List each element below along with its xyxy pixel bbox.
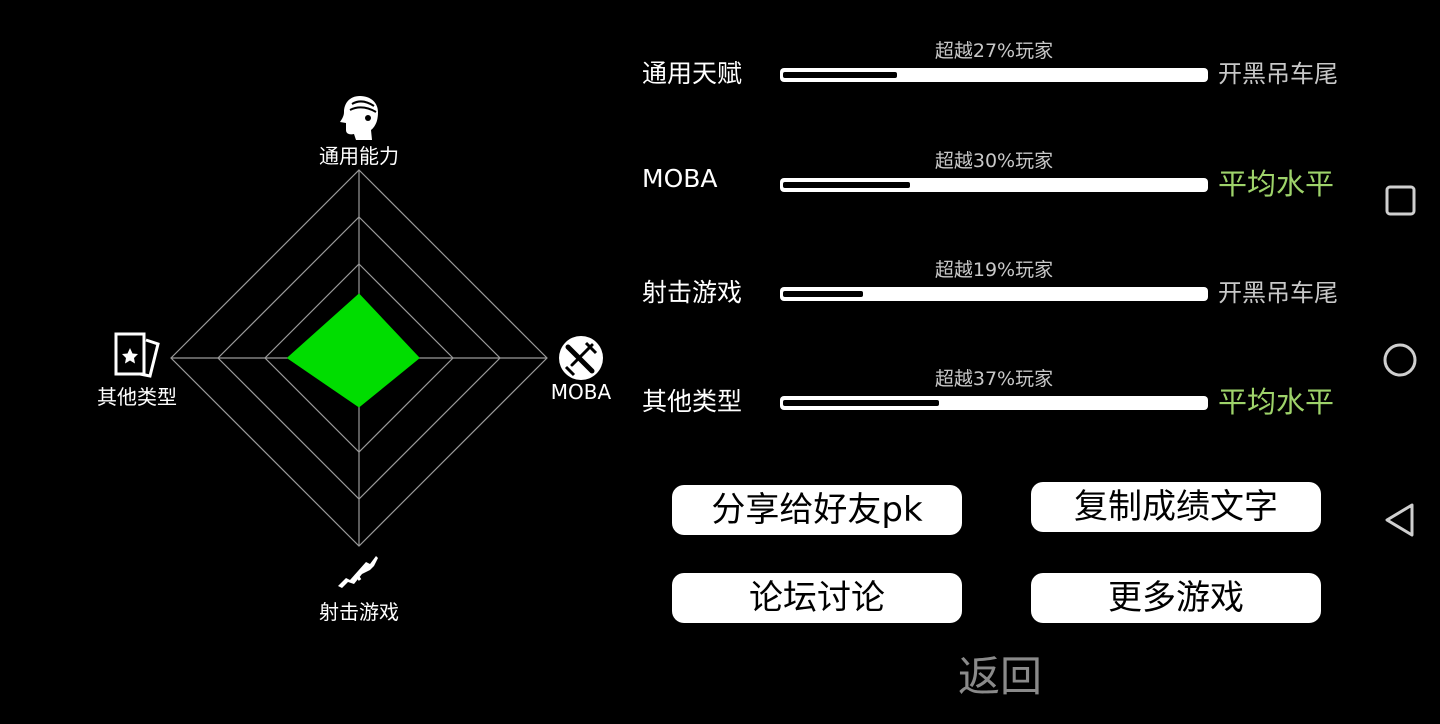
score-row-other: 其他类型 超越37%玩家 平均水平 xyxy=(640,368,1360,428)
nav-home-button[interactable] xyxy=(1380,340,1420,380)
row-name: 通用天赋 xyxy=(642,59,743,88)
nav-back-button[interactable] xyxy=(1380,500,1420,540)
row-level-label: 平均水平 xyxy=(1218,385,1335,419)
square-icon xyxy=(1385,185,1416,216)
score-row-shooter: 射击游戏 超越19%玩家 开黑吊车尾 xyxy=(640,259,1360,319)
progress-bar-fill xyxy=(783,182,910,188)
share-pk-button[interactable]: 分享给好友pk xyxy=(672,485,962,535)
row-level-label: 开黑吊车尾 xyxy=(1218,60,1338,88)
row-percentile-text: 超越30%玩家 xyxy=(934,150,1054,172)
row-name: 射击游戏 xyxy=(642,278,743,307)
progress-bar xyxy=(780,396,1208,410)
sword-shield-icon xyxy=(559,336,603,380)
progress-bar-fill xyxy=(783,72,897,78)
row-level-label: 开黑吊车尾 xyxy=(1218,279,1338,307)
forum-discussion-button[interactable]: 论坛讨论 xyxy=(672,573,962,623)
row-percentile-text: 超越19%玩家 xyxy=(934,259,1054,281)
row-name: MOBA xyxy=(642,164,718,193)
radar-label-moba: MOBA xyxy=(550,380,612,404)
circle-icon xyxy=(1383,343,1417,377)
back-button[interactable]: 返回 xyxy=(957,652,1042,701)
radar-svg xyxy=(170,169,548,547)
row-percentile-text: 超越27%玩家 xyxy=(934,40,1054,62)
progress-bar xyxy=(780,287,1208,301)
progress-bar xyxy=(780,68,1208,82)
radar-label-other: 其他类型 xyxy=(97,385,177,409)
radar-label-shooter: 射击游戏 xyxy=(319,600,399,624)
head-icon xyxy=(340,96,378,140)
more-games-button[interactable]: 更多游戏 xyxy=(1031,573,1321,623)
radar-label-general: 通用能力 xyxy=(319,144,399,168)
progress-bar xyxy=(780,178,1208,192)
rifle-icon xyxy=(338,556,378,588)
progress-bar-fill xyxy=(783,400,939,406)
radar-chart: 通用能力 MOBA 射击游戏 其他类型 xyxy=(0,0,640,720)
score-row-moba: MOBA 超越30%玩家 平均水平 xyxy=(640,150,1360,210)
row-level-label: 平均水平 xyxy=(1218,167,1335,201)
card-icon xyxy=(114,332,160,378)
radar-data-area xyxy=(286,293,420,408)
progress-bar-fill xyxy=(783,291,863,297)
copy-score-text-button[interactable]: 复制成绩文字 xyxy=(1031,482,1321,532)
nav-recent-button[interactable] xyxy=(1380,180,1420,220)
triangle-back-icon xyxy=(1385,503,1414,537)
score-row-general: 通用天赋 超越27%玩家 开黑吊车尾 xyxy=(640,40,1360,100)
row-percentile-text: 超越37%玩家 xyxy=(934,368,1054,390)
row-name: 其他类型 xyxy=(642,387,743,416)
